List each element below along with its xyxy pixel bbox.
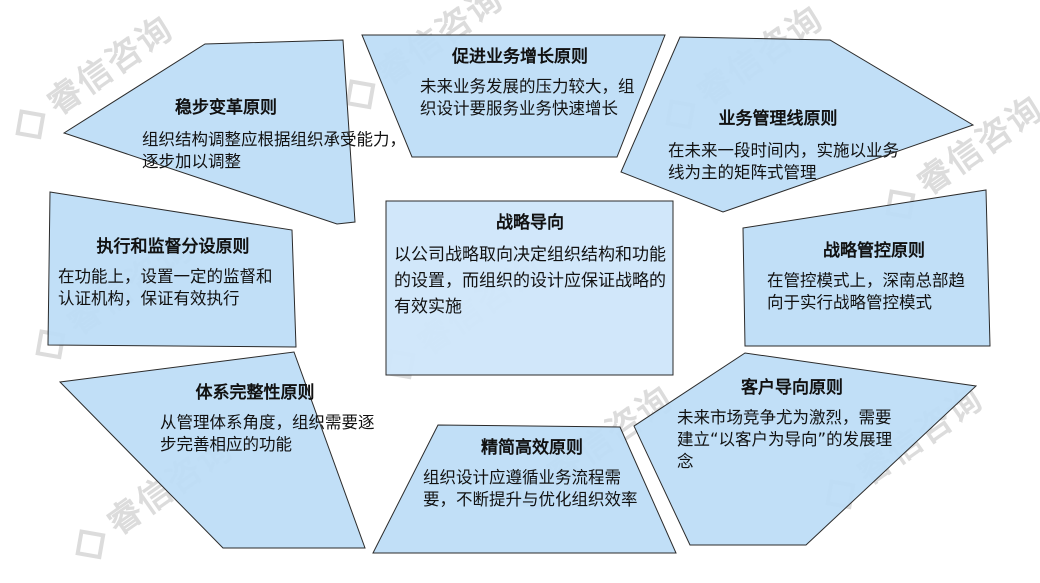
panel-lean: 精简高效原则 组织设计应遵循业务流程需要，不断提升与优化组织效率 bbox=[423, 437, 641, 511]
panel-business-line: 业务管理线原则 在未来一段时间内，实施以业务线为主的矩阵式管理 bbox=[668, 108, 908, 184]
panel-body: 组织结构调整应根据组织承受能力，逐步加以调整 bbox=[142, 130, 406, 171]
panel-shape-gradual bbox=[62, 39, 356, 225]
panel-body: 从管理体系角度，组织需要逐步完善相应的功能 bbox=[160, 413, 375, 454]
panel-growth: 促进业务增长原则 未来业务发展的压力较大，组织设计要服务业务快速增长 bbox=[420, 46, 650, 120]
panel-body: 组织设计应遵循业务流程需要，不断提升与优化组织效率 bbox=[423, 468, 638, 509]
panel-shape-supervision bbox=[47, 191, 297, 348]
panel-shape-customer bbox=[633, 352, 978, 546]
panel-title: 业务管理线原则 bbox=[718, 109, 838, 129]
panel-title: 执行和监督分设原则 bbox=[96, 237, 250, 257]
panel-system: 体系完整性原则 从管理体系角度，组织需要逐步完善相应的功能 bbox=[160, 382, 390, 456]
panel-body: 在功能上，设置一定的监督和认证机构，保证有效执行 bbox=[58, 267, 273, 308]
center-shape bbox=[385, 200, 674, 376]
panel-body: 未来市场竞争尤为激烈，需要建立“以客户为导向”的发展理念 bbox=[677, 408, 893, 471]
panel-title: 稳步变革原则 bbox=[175, 98, 277, 118]
panel-title: 促进业务增长原则 bbox=[452, 47, 588, 67]
center-panel: 战略导向 以公司战略取向决定组织结构和功能的设置，而组织的设计应保证战略的有效实… bbox=[394, 212, 666, 320]
panel-gradual: 稳步变革原则 组织结构调整应根据组织承受能力，逐步加以调整 bbox=[142, 97, 410, 173]
panel-shape-growth bbox=[361, 34, 666, 158]
panel-body: 在管控模式上，深南总部趋向于实行战略管控模式 bbox=[767, 271, 965, 312]
panel-title: 客户导向原则 bbox=[741, 378, 843, 398]
center-title: 战略导向 bbox=[496, 213, 564, 233]
panel-body: 未来业务发展的压力较大，组织设计要服务业务快速增长 bbox=[420, 77, 635, 118]
panel-body: 在未来一段时间内，实施以业务线为主的矩阵式管理 bbox=[668, 141, 899, 182]
panel-shape-system bbox=[58, 351, 366, 549]
panel-strategic-control: 战略管控原则 在管控模式上，深南总部趋向于实行战略管控模式 bbox=[767, 240, 981, 314]
panel-title: 战略管控原则 bbox=[823, 241, 925, 261]
panel-supervision: 执行和监督分设原则 在功能上，设置一定的监督和认证机构，保证有效执行 bbox=[58, 236, 288, 310]
panel-shape-business-line bbox=[620, 36, 975, 213]
panel-title: 体系完整性原则 bbox=[195, 383, 315, 403]
panel-title: 精简高效原则 bbox=[481, 438, 583, 458]
panel-shape-strategic-control bbox=[742, 189, 991, 347]
panel-shape-lean bbox=[372, 424, 677, 554]
center-body: 以公司战略取向决定组织结构和功能的设置，而组织的设计应保证战略的有效实施 bbox=[394, 245, 666, 317]
panel-customer: 客户导向原则 未来市场竞争尤为激烈，需要建立“以客户为导向”的发展理念 bbox=[677, 377, 897, 473]
